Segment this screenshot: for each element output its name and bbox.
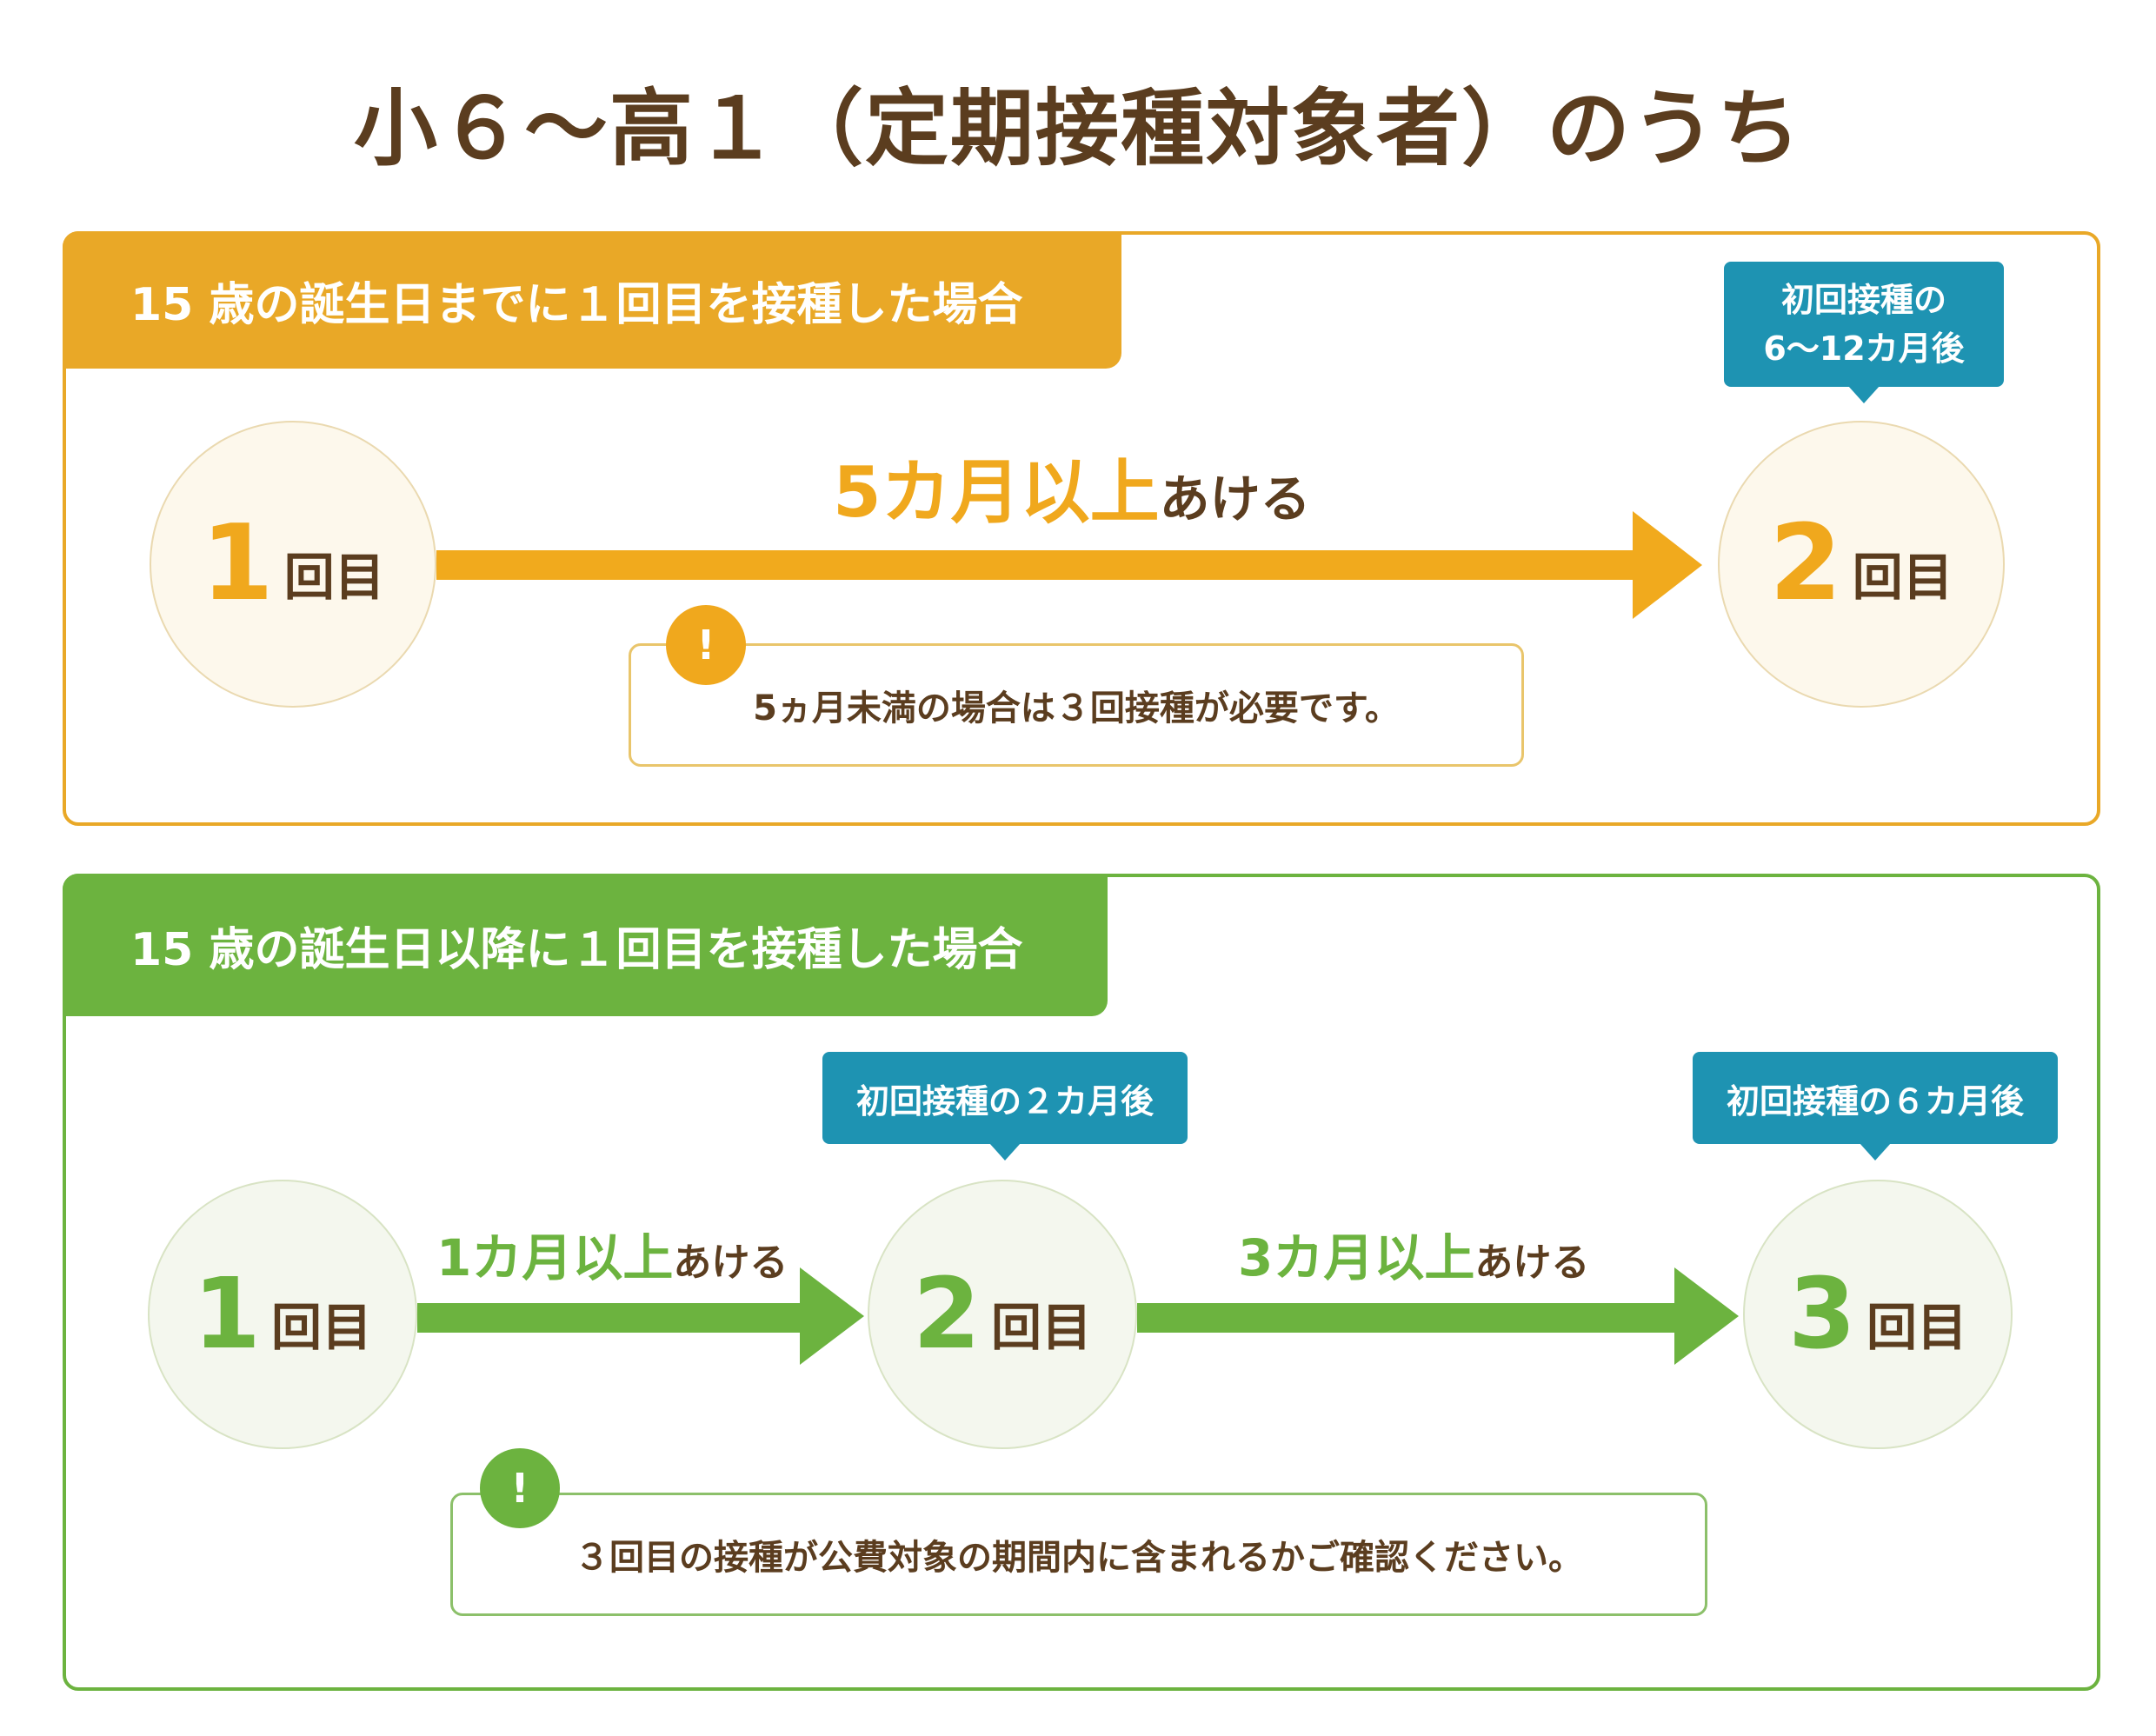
interval-suffix: あける (1159, 469, 1311, 529)
page-title: 小６〜高１（定期接種対象者）のうち (354, 80, 1802, 177)
interval-suffix: あける (673, 1240, 789, 1285)
interval-months: 3カ月以上 (1238, 1228, 1475, 1287)
timing-tag: 初回接種の２カ月後 (822, 1052, 1188, 1144)
note-box: ３回目の接種が公費対象の期間内に含まれるかご確認ください。 (450, 1493, 1707, 1616)
interval-arrow-shaft (417, 1303, 817, 1333)
tag-pointer-icon (1848, 386, 1880, 403)
dose-number: 2 (1769, 503, 1842, 624)
dose-number: 1 (193, 1258, 261, 1371)
interval-suffix: あける (1474, 1240, 1590, 1285)
dose-number: 2 (913, 1258, 981, 1371)
dose-suffix: 回目 (270, 1298, 372, 1357)
interval-arrow-shaft (436, 550, 1638, 580)
interval-months: 1カ月以上 (436, 1228, 674, 1287)
note-text: ３回目の接種が公費対象の期間内に含まれるかご確認ください。 (575, 1538, 1583, 1578)
timing-tag-text: 初回接種の６カ月後 (1726, 1081, 2024, 1121)
note-text: 5ヵ月未満の場合は３回接種が必要です。 (753, 688, 1400, 728)
section-header: 15 歳の誕生日以降に１回目を接種した場合 (63, 874, 1108, 1016)
exclamation-icon: ! (480, 1448, 560, 1528)
timing-tag-text: 初回接種の２カ月後 (855, 1081, 1154, 1121)
dose-suffix: 回目 (1852, 548, 1953, 607)
interval-months: 5カ月以上 (833, 452, 1160, 533)
interval-label: 3カ月以上あける (1238, 1217, 1589, 1290)
dose-number: 1 (201, 503, 274, 624)
section-header: 15 歳の誕生日までに１回目を接種した場合 (63, 231, 1121, 369)
arrow-head-icon (1633, 511, 1702, 619)
dose-2-circle: 2 回目 (868, 1180, 1137, 1449)
arrow-head-icon (800, 1267, 864, 1365)
tag-pointer-icon (1860, 1143, 1891, 1161)
interval-label: 1カ月以上あける (436, 1217, 788, 1290)
dose-1-circle: 1 回目 (150, 421, 436, 708)
dose-suffix: 回目 (1866, 1298, 1967, 1357)
note-box: 5ヵ月未満の場合は３回接種が必要です。 (629, 643, 1524, 767)
dose-suffix: 回目 (283, 548, 385, 607)
tag-pointer-icon (989, 1143, 1021, 1161)
dose-2-circle: 2 回目 (1718, 421, 2005, 708)
dose-number: 3 (1788, 1258, 1856, 1371)
dose-3-circle: 3 回目 (1743, 1180, 2013, 1449)
dose-suffix: 回目 (990, 1298, 1092, 1357)
interval-arrow-shaft (1137, 1303, 1694, 1333)
timing-tag: 初回接種の６カ月後 (1693, 1052, 2058, 1144)
exclamation-icon: ! (666, 605, 746, 685)
dose-1-circle: 1 回目 (148, 1180, 417, 1449)
arrow-head-icon (1674, 1267, 1739, 1365)
timing-tag-line2: 6〜12カ月後 (1763, 329, 1965, 368)
timing-tag-line1: 初回接種の (1780, 281, 1946, 319)
interval-label: 5カ月以上あける (833, 436, 1311, 537)
timing-tag: 初回接種の 6〜12カ月後 (1724, 262, 2004, 387)
